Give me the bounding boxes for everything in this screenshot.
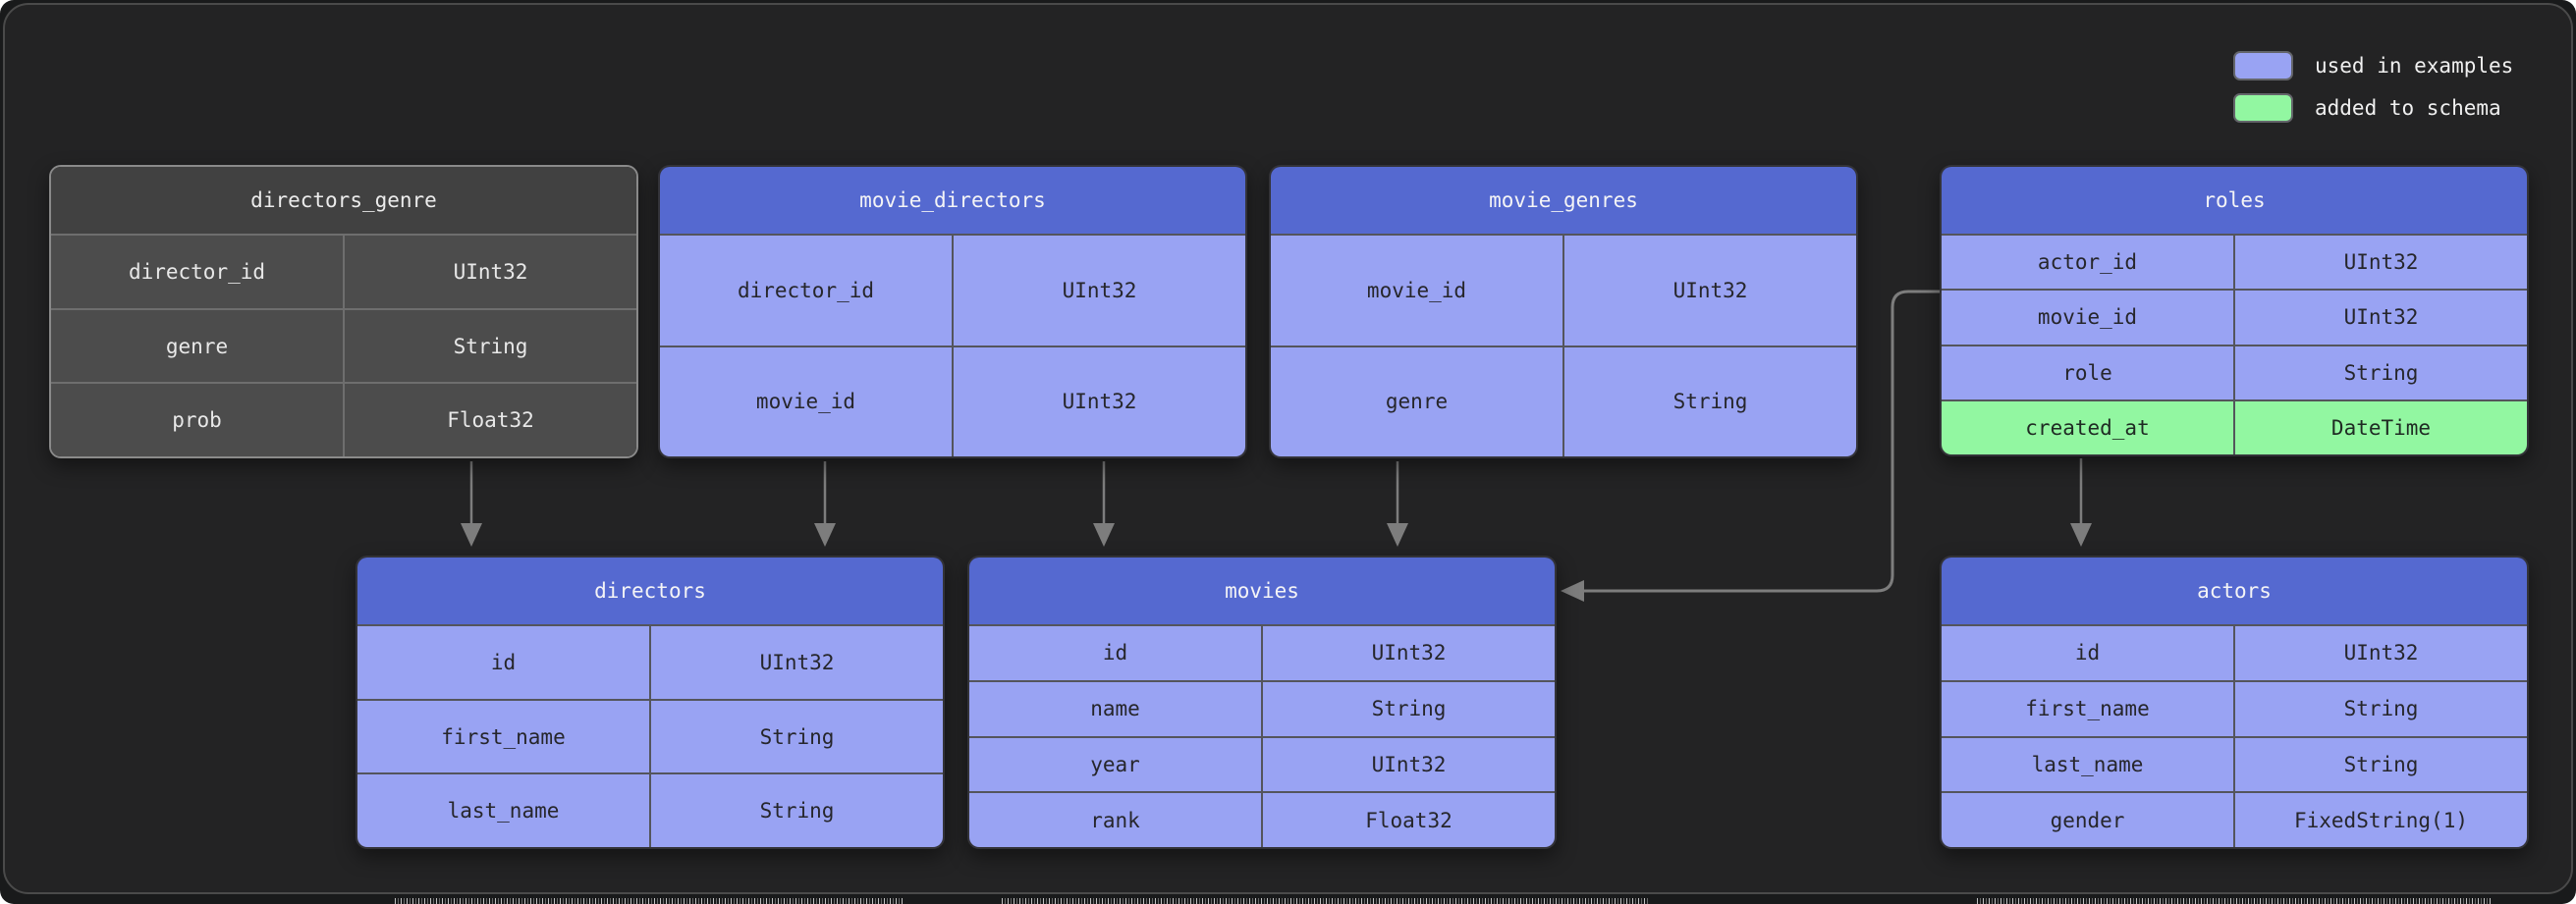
field-type: String xyxy=(343,309,636,383)
field-name: movie_id xyxy=(1271,236,1562,346)
field-type: UInt32 xyxy=(2233,236,2527,290)
field-name: rank xyxy=(969,793,1261,847)
field-name: movie_id xyxy=(660,346,952,456)
table-title-roles: roles xyxy=(1942,167,2527,234)
field-type: Float32 xyxy=(1261,793,1555,847)
field-type: String xyxy=(2233,681,2527,736)
field-name: director_id xyxy=(660,236,952,346)
field-type: Float32 xyxy=(343,384,636,456)
clipped-text-strip xyxy=(1002,898,1648,904)
field-type: UInt32 xyxy=(2233,626,2527,680)
legend-label: added to schema xyxy=(2315,96,2501,120)
field-type: String xyxy=(2233,737,2527,792)
field-name: first_name xyxy=(357,700,649,773)
legend-swatch-used-in-examples xyxy=(2233,51,2293,80)
field-type: UInt32 xyxy=(952,236,1245,346)
table-title-directors_genre: directors_genre xyxy=(51,167,636,234)
field-name: actor_id xyxy=(1942,236,2233,290)
field-type: UInt32 xyxy=(1261,626,1555,680)
table-title-movie_directors: movie_directors xyxy=(660,167,1245,234)
field-name: id xyxy=(357,626,649,699)
arrow-movie_directors-to-movies xyxy=(1093,461,1115,547)
field-type: String xyxy=(2233,346,2527,399)
field-name: name xyxy=(969,681,1261,736)
field-name: created_at xyxy=(1942,400,2233,454)
field-type: String xyxy=(1261,681,1555,736)
table-title-movies: movies xyxy=(969,558,1555,624)
legend-label: used in examples xyxy=(2315,54,2514,78)
arrow-directors_genre-to-directors xyxy=(461,461,482,547)
table-title-directors: directors xyxy=(357,558,943,624)
field-name: role xyxy=(1942,346,2233,399)
field-type: UInt32 xyxy=(343,236,636,308)
clipped-text-strip xyxy=(1977,898,2493,904)
field-type: String xyxy=(649,774,943,847)
field-type: UInt32 xyxy=(952,346,1245,456)
arrow-movie_genres-to-movies xyxy=(1387,461,1408,547)
field-name: director_id xyxy=(51,236,343,308)
field-type: String xyxy=(1562,346,1856,456)
field-name: movie_id xyxy=(1942,291,2233,345)
field-name: first_name xyxy=(1942,681,2233,736)
field-type: UInt32 xyxy=(1562,236,1856,346)
field-type: FixedString(1) xyxy=(2233,793,2527,847)
legend-item-used-in-examples: used in examples xyxy=(2233,51,2513,80)
field-name: gender xyxy=(1942,793,2233,847)
legend-item-added-to-schema: added to schema xyxy=(2233,93,2501,123)
field-name: prob xyxy=(51,384,343,456)
field-name: last_name xyxy=(1942,737,2233,792)
arrow-roles-to-movies xyxy=(1561,290,1940,602)
field-name: genre xyxy=(1271,346,1562,456)
arrow-movie_directors-to-directors xyxy=(814,461,836,547)
field-name: last_name xyxy=(357,774,649,847)
field-name: genre xyxy=(51,309,343,383)
field-type: UInt32 xyxy=(1261,737,1555,792)
field-name: id xyxy=(969,626,1261,680)
legend-swatch-added-to-schema xyxy=(2233,93,2293,123)
field-type: String xyxy=(649,700,943,773)
field-type: UInt32 xyxy=(2233,291,2527,345)
clipped-text-strip xyxy=(395,898,904,904)
table-title-actors: actors xyxy=(1942,558,2527,624)
field-type: DateTime xyxy=(2233,400,2527,454)
field-name: id xyxy=(1942,626,2233,680)
field-name: year xyxy=(969,737,1261,792)
arrow-roles-to-actors xyxy=(2070,458,2092,547)
field-type: UInt32 xyxy=(649,626,943,699)
table-title-movie_genres: movie_genres xyxy=(1271,167,1856,234)
